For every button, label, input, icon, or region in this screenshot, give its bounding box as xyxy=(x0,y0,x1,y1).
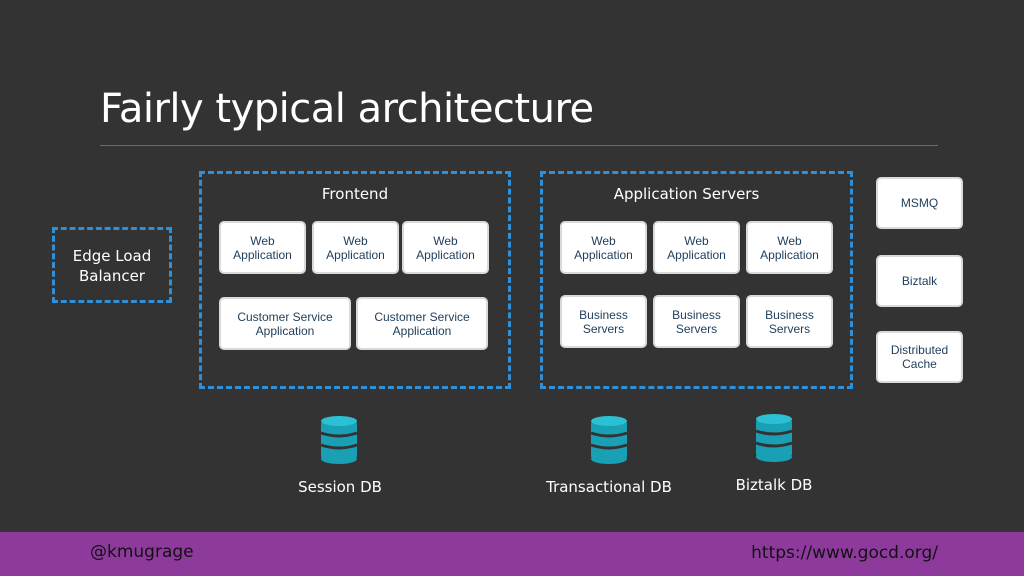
box-label: MSMQ xyxy=(900,196,939,210)
app-servers-label: Application Servers xyxy=(613,185,760,203)
frontend-web-application-1: Web Application xyxy=(219,221,306,274)
msmq-box: MSMQ xyxy=(876,177,963,229)
box-label: Web Application xyxy=(667,233,726,262)
box-label: Business Servers xyxy=(579,307,628,336)
biztalk-box: Biztalk xyxy=(876,255,963,307)
box-label: Web Application xyxy=(760,233,819,262)
biztalk-db-label: Biztalk DB xyxy=(735,476,813,494)
edge-load-balancer-label: Edge Load Balancer xyxy=(72,247,152,285)
box-label: Web Application xyxy=(574,233,633,262)
box-label: Business Servers xyxy=(672,307,721,336)
session-db-label: Session DB xyxy=(298,478,382,496)
business-servers-2: Business Servers xyxy=(653,295,740,348)
box-label: Distributed Cache xyxy=(890,343,949,371)
frontend-group xyxy=(199,171,511,389)
business-servers-3: Business Servers xyxy=(746,295,833,348)
frontend-customer-service-app-1: Customer Service Application xyxy=(219,297,351,350)
frontend-label: Frontend xyxy=(321,185,389,203)
box-label: Customer Service Application xyxy=(237,309,333,338)
session-db-icon xyxy=(320,416,358,464)
footer-handle: @kmugrage xyxy=(90,542,194,562)
app-web-application-3: Web Application xyxy=(746,221,833,274)
transactional-db-icon xyxy=(590,416,628,464)
biztalk-db-icon xyxy=(755,414,793,462)
box-label: Web Application xyxy=(233,233,292,262)
footer-url: https://www.gocd.org/ xyxy=(751,543,938,563)
app-servers-group xyxy=(540,171,853,389)
box-label: Web Application xyxy=(416,233,475,262)
transactional-db-label: Transactional DB xyxy=(546,478,672,496)
frontend-web-application-3: Web Application xyxy=(402,221,489,274)
business-servers-1: Business Servers xyxy=(560,295,647,348)
box-label: Customer Service Application xyxy=(374,309,470,338)
box-label: Biztalk xyxy=(901,274,938,288)
edge-load-balancer-group xyxy=(52,227,172,303)
page-title: Fairly typical architecture xyxy=(100,86,594,132)
title-divider xyxy=(100,145,938,146)
frontend-customer-service-app-2: Customer Service Application xyxy=(356,297,488,350)
frontend-web-application-2: Web Application xyxy=(312,221,399,274)
app-web-application-1: Web Application xyxy=(560,221,647,274)
box-label: Web Application xyxy=(326,233,385,262)
footer-bar: @kmugrage https://www.gocd.org/ xyxy=(0,532,1024,576)
box-label: Business Servers xyxy=(765,307,814,336)
distributed-cache-box: Distributed Cache xyxy=(876,331,963,383)
app-web-application-2: Web Application xyxy=(653,221,740,274)
